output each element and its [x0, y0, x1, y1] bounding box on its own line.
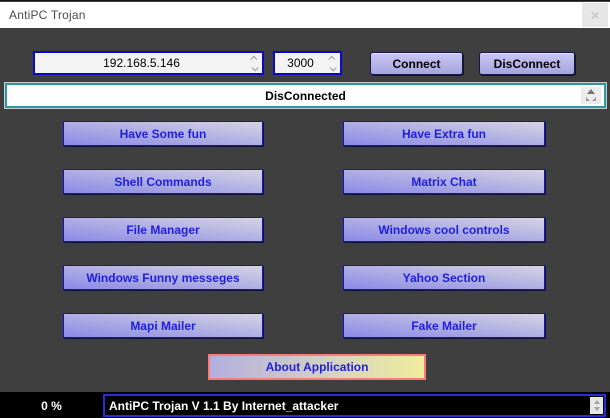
close-icon: ×: [590, 7, 600, 23]
titlebar: AntiPC Trojan ×: [0, 2, 610, 28]
connection-status-text: DisConnected: [265, 88, 346, 103]
close-button[interactable]: ×: [582, 3, 608, 27]
port-value: 3000: [287, 56, 314, 70]
feature-button-shell-commands[interactable]: Shell Commands: [63, 169, 263, 194]
feature-button-windows-cool-controls[interactable]: Windows cool controls: [343, 217, 545, 242]
statusbar-message-box: AntiPC Trojan V 1.1 By Internet_attacker: [103, 394, 606, 417]
ip-address-value: 192.168.5.146: [103, 56, 180, 70]
feature-button-yahoo-section[interactable]: Yahoo Section: [343, 265, 545, 290]
window-title: AntiPC Trojan: [9, 8, 86, 22]
ip-address-input[interactable]: 192.168.5.146: [33, 51, 264, 75]
statusbar: 0 % AntiPC Trojan V 1.1 By Internet_atta…: [0, 392, 610, 418]
feature-button-fake-mailer[interactable]: Fake Mailer: [343, 313, 545, 338]
about-application-button[interactable]: About Application: [208, 354, 426, 380]
statusbar-message: AntiPC Trojan V 1.1 By Internet_attacker: [109, 398, 339, 413]
port-input[interactable]: 3000: [273, 51, 342, 75]
feature-button-have-some-fun[interactable]: Have Some fun: [63, 121, 263, 146]
feature-button-mapi-mailer[interactable]: Mapi Mailer: [63, 313, 263, 338]
status-updown-icon[interactable]: [581, 87, 601, 104]
progress-percent: 0 %: [41, 398, 62, 413]
ip-spinner-arrows-icon[interactable]: [248, 53, 262, 73]
statusbar-updown-icon[interactable]: [590, 397, 603, 414]
connect-button[interactable]: Connect: [370, 52, 463, 75]
feature-button-windows-funny-messeges[interactable]: Windows Funny messeges: [63, 265, 263, 290]
port-spinner-arrows-icon[interactable]: [326, 53, 340, 73]
feature-buttons-grid: Have Some fun Have Extra fun Shell Comma…: [63, 121, 545, 338]
connection-status-box: DisConnected: [5, 83, 606, 108]
disconnect-button[interactable]: DisConnect: [479, 52, 575, 75]
feature-button-file-manager[interactable]: File Manager: [63, 217, 263, 242]
feature-button-have-extra-fun[interactable]: Have Extra fun: [343, 121, 545, 146]
feature-button-matrix-chat[interactable]: Matrix Chat: [343, 169, 545, 194]
